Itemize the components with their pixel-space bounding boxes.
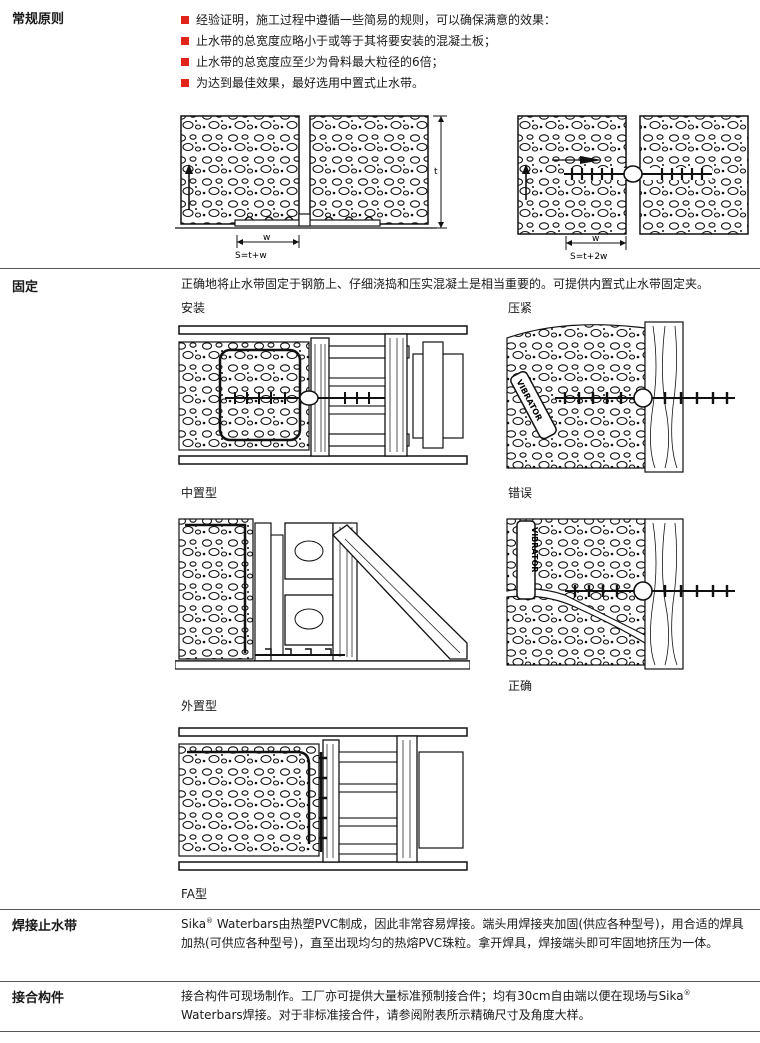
section-divider (0, 909, 760, 910)
vibrator-label: VIBRATOR (530, 527, 539, 572)
bullet-item: 止水带的总宽度应至少为骨料最大粒径的6倍； (181, 52, 556, 73)
figure-external-waterbar-dimension: t w S=t+w (175, 115, 447, 261)
section-divider (0, 981, 760, 982)
section-title-fixing: 固定 (12, 280, 39, 295)
red-square-icon (181, 58, 189, 66)
figure-center-type (175, 518, 470, 670)
dim-t-label: t (434, 167, 438, 177)
welding-paragraph: Sika® Waterbars由热塑PVC制成，因此非常容易焊接。端头用焊接夹加… (181, 917, 744, 950)
figure-install (178, 325, 468, 465)
bullet-item: 经验证明，施工过程中遵循一些简易的规则，可以确保满意的效果： (181, 10, 556, 31)
caption-external-type: 外置型 (181, 699, 218, 713)
caption-wrong: 错误 (508, 486, 533, 500)
caption-correct: 正确 (508, 679, 533, 693)
bullet-item: 止水带的总宽度应略小于或等于其将要安装的混凝土板； (181, 31, 556, 52)
red-square-icon (181, 79, 189, 87)
section-divider (0, 268, 760, 269)
caption-install: 安装 (181, 301, 206, 315)
figure-wrong: VIBRATOR (506, 518, 735, 670)
section-title-joints: 接合构件 (12, 991, 65, 1006)
caption-center-type: 中置型 (181, 486, 218, 500)
red-square-icon (181, 37, 189, 45)
joints-paragraph: 接合构件可现场制作。工厂亦可提供大量标准预制接合件；均有30cm自由端以便在现场… (181, 989, 691, 1022)
formula-label: S=t+2w (570, 252, 607, 262)
figure-compact: VIBRATOR (506, 321, 735, 473)
dim-w-label: w (263, 233, 270, 243)
section-title-general: 常规原则 (12, 12, 65, 27)
general-bullet-list: 经验证明，施工过程中遵循一些简易的规则，可以确保满意的效果： 止水带的总宽度应略… (181, 10, 556, 94)
dim-w-label: w (592, 234, 599, 244)
red-square-icon (181, 16, 189, 24)
fixing-paragraph: 正确地将止水带固定于钢筋上、仔细浇捣和压实混凝土是相当重要的。可提供内置式止水带… (181, 277, 710, 291)
bullet-item: 为达到最佳效果，最好选用中置式止水带。 (181, 73, 556, 94)
section-divider (0, 1031, 760, 1032)
caption-fa-type: FA型 (181, 887, 208, 901)
section-title-welding: 焊接止水带 (12, 919, 78, 934)
caption-compact: 压紧 (508, 301, 533, 315)
figure-central-waterbar-dimension: w S=t+2w (517, 115, 749, 262)
figure-external-type (178, 727, 468, 871)
formula-label: S=t+w (235, 251, 267, 261)
